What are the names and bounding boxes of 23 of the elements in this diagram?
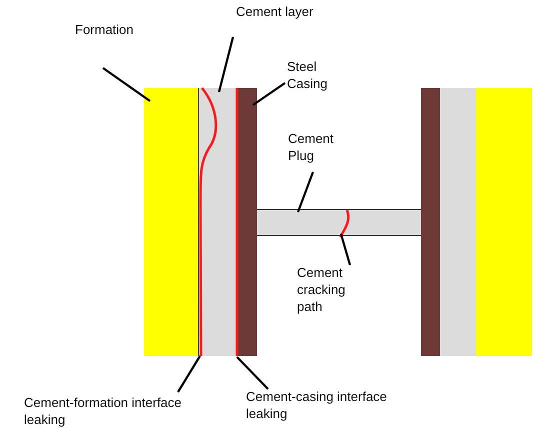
label: Cement-formation interface leaking bbox=[24, 394, 224, 430]
cement-plug bbox=[257, 209, 421, 236]
crack-path bbox=[339, 210, 351, 237]
casing-wall bbox=[237, 88, 257, 356]
leader-line bbox=[102, 67, 151, 102]
label: Formation bbox=[75, 21, 165, 39]
label: Steel Casing bbox=[287, 58, 347, 94]
formation-layer bbox=[476, 88, 532, 356]
label: Cement Plug bbox=[288, 130, 353, 166]
leader-line bbox=[252, 82, 286, 106]
leader-line bbox=[218, 36, 234, 92]
formation-layer bbox=[144, 88, 198, 356]
leader-line bbox=[296, 172, 314, 212]
cement-layer bbox=[198, 88, 237, 356]
leader-line bbox=[340, 234, 352, 266]
leader-line bbox=[177, 355, 201, 393]
leader-line bbox=[236, 356, 269, 390]
label: Cement layer bbox=[236, 3, 336, 21]
leak-path bbox=[235, 88, 239, 356]
label: Cement-casing interface leaking bbox=[246, 388, 426, 424]
cement-layer bbox=[440, 88, 476, 356]
label: Cement cracking path bbox=[297, 264, 367, 318]
casing-wall bbox=[421, 88, 440, 356]
